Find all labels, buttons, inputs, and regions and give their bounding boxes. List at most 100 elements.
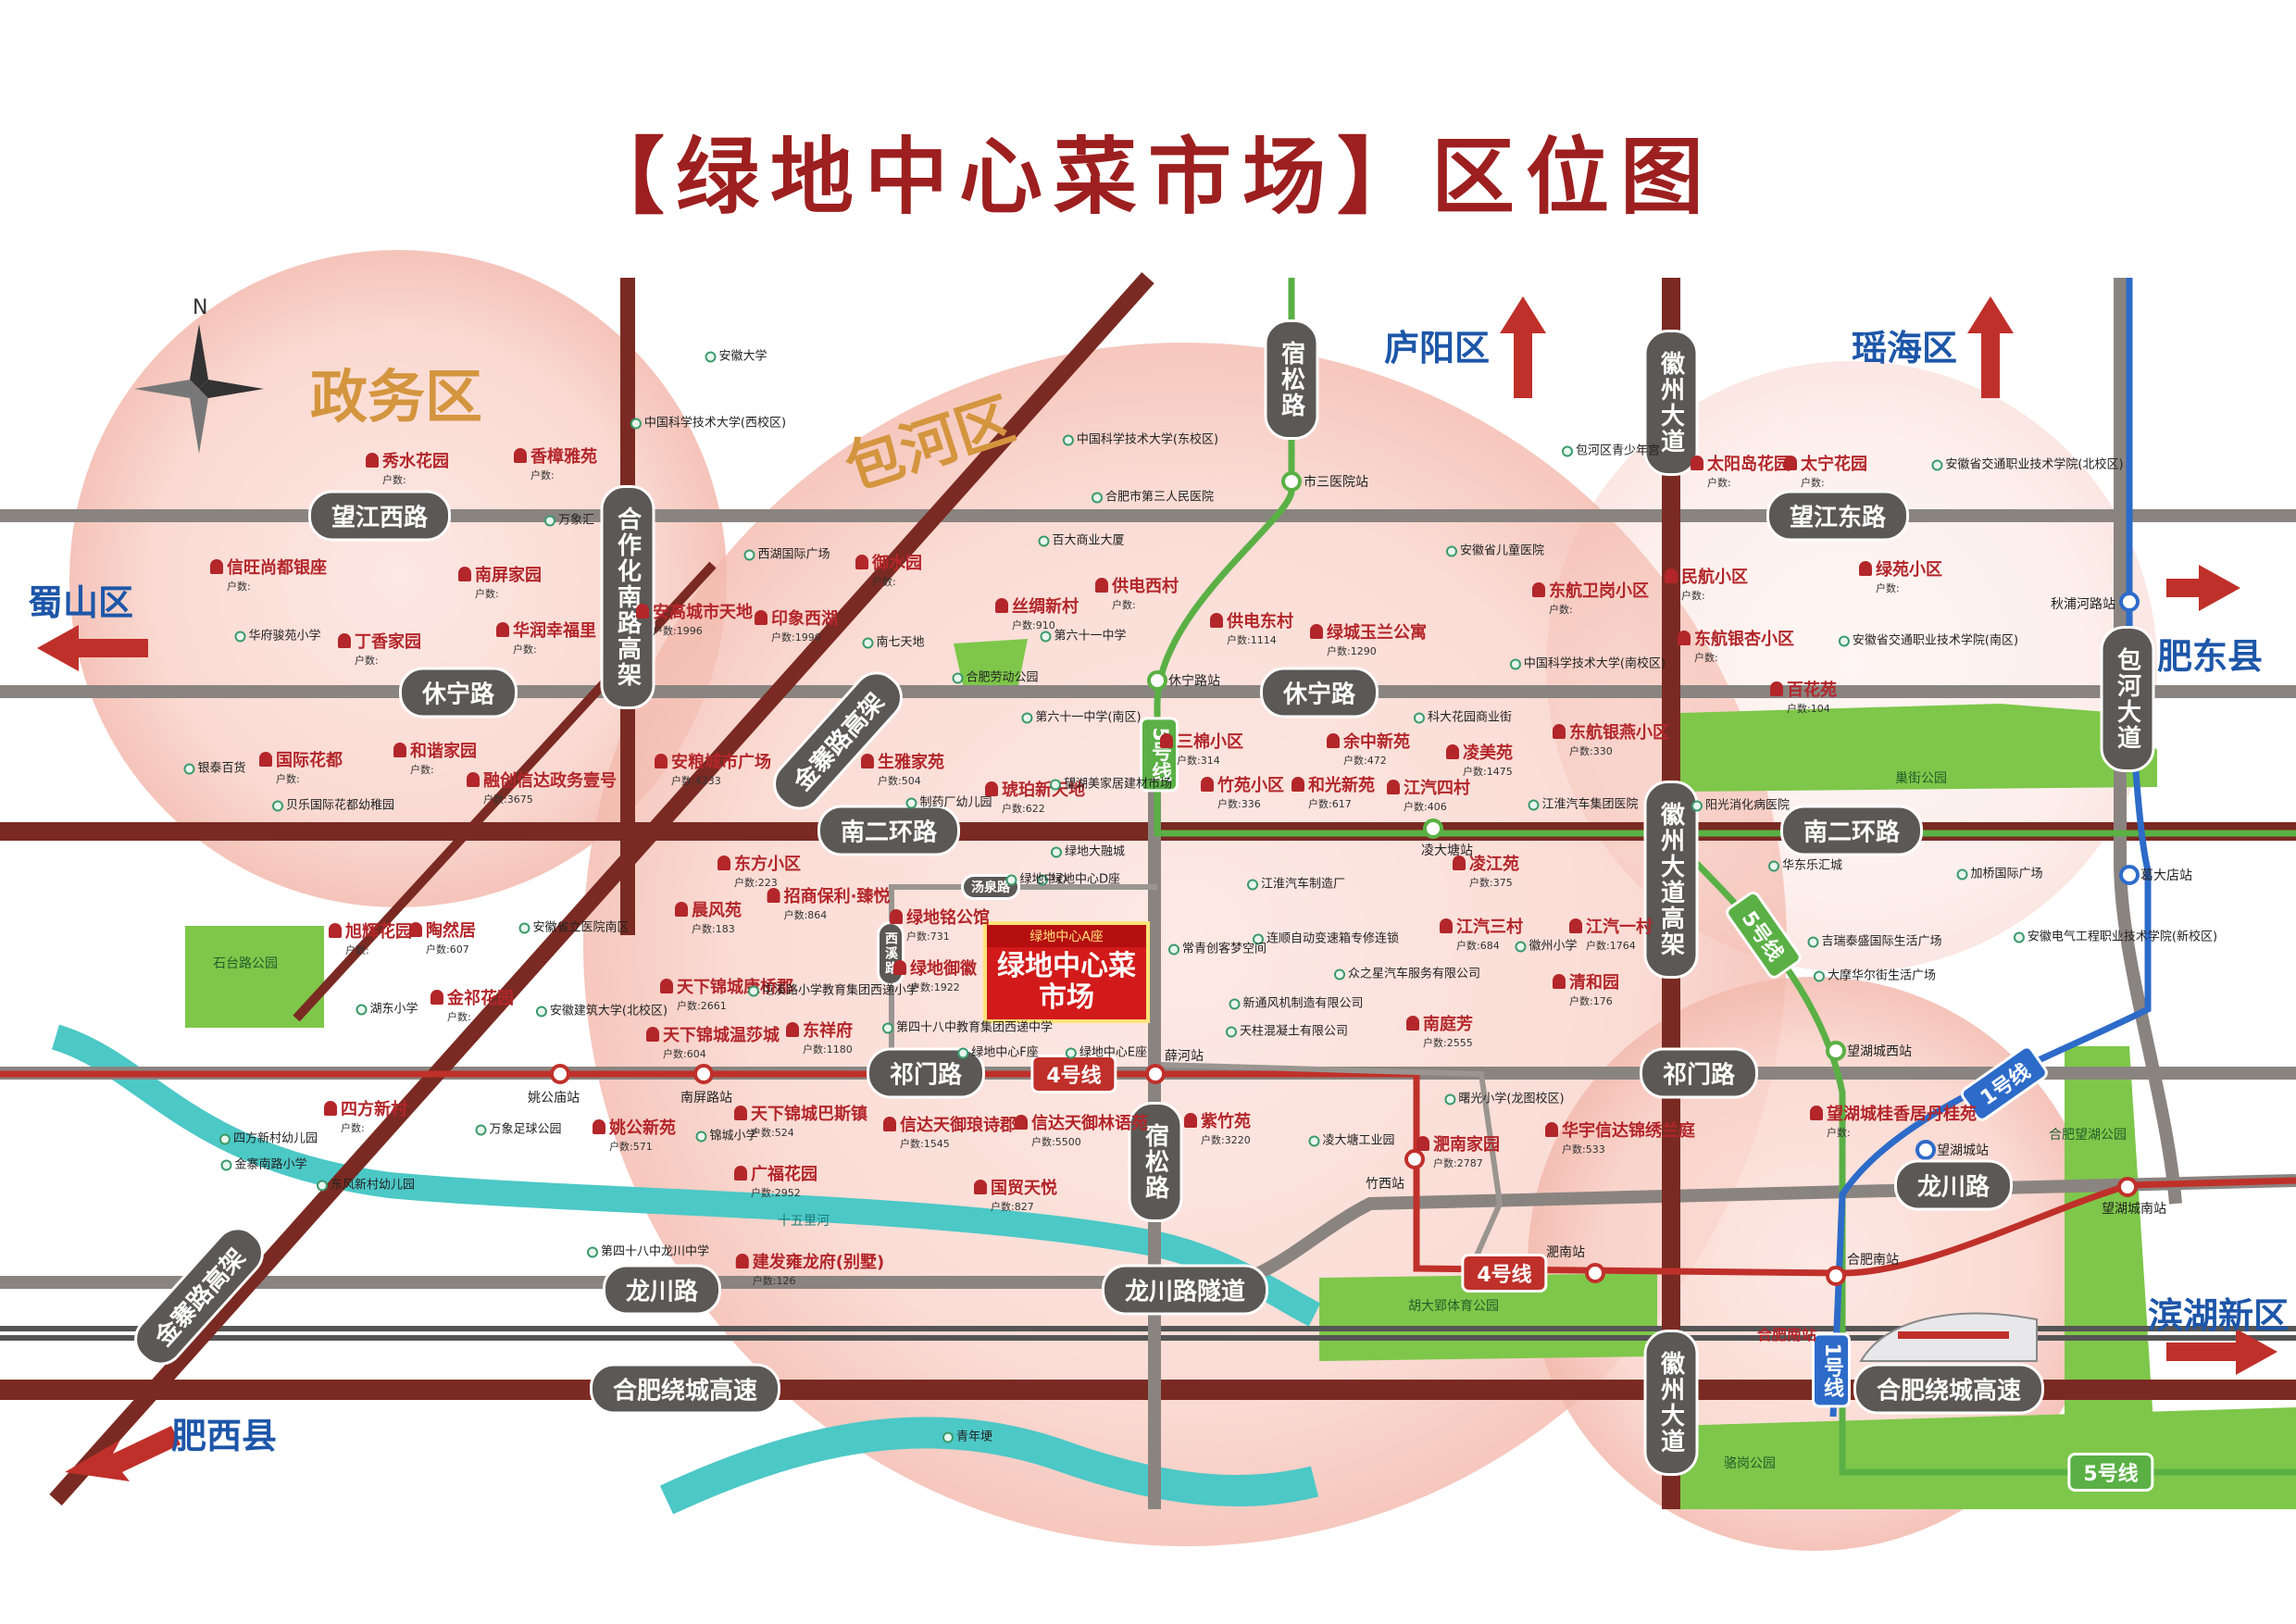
poi-marker[interactable]: 安徽省儿童医院: [1445, 541, 1544, 558]
poi-marker[interactable]: 第四十八中教育集团西递中学: [881, 1018, 1053, 1035]
poi-marker[interactable]: 第六十一中学: [1040, 626, 1127, 643]
property-marker[interactable]: 百花苑户数:104: [1770, 677, 1837, 716]
poi-marker[interactable]: 常青创客梦空间: [1167, 939, 1267, 956]
property-marker[interactable]: 和谐家园户数:: [393, 738, 477, 777]
metro-station-label[interactable]: 市三医院站: [1304, 475, 1368, 490]
metro-station-label[interactable]: 薛河站: [1165, 1049, 1204, 1064]
poi-marker[interactable]: 安徽建筑大学(北校区): [535, 1001, 668, 1018]
property-marker[interactable]: 凌江苑户数:375: [1453, 851, 1519, 890]
property-marker[interactable]: 信旺尚都银座户数:: [210, 555, 327, 593]
property-marker[interactable]: 安高城市天地户数:1996: [636, 599, 753, 638]
metro-station-label[interactable]: 姚公庙站: [528, 1091, 580, 1106]
poi-marker[interactable]: 银泰百货: [183, 758, 246, 776]
poi-marker[interactable]: 东风新村幼儿园: [316, 1175, 415, 1193]
property-marker[interactable]: 供电东村户数:1114: [1210, 608, 1293, 647]
property-marker[interactable]: 金祁花园户数:: [430, 985, 514, 1024]
property-marker[interactable]: 天下锦城康桥郡户数:2661: [660, 974, 793, 1013]
poi-marker[interactable]: 安徽电气工程职业技术学院(新校区): [2013, 927, 2217, 944]
poi-marker[interactable]: 中国科学技术大学(东校区): [1062, 430, 1218, 447]
property-marker[interactable]: 融创信达政务壹号户数:3675: [467, 768, 617, 806]
poi-marker[interactable]: 连顺自动变速箱专修连锁: [1252, 929, 1399, 946]
poi-marker[interactable]: 包河区青少年宫: [1561, 441, 1660, 458]
poi-marker[interactable]: 金寨南路小学: [220, 1155, 307, 1172]
property-marker[interactable]: 华宇信达锦绣兰庭户数:533: [1545, 1118, 1695, 1156]
poi-marker[interactable]: 贝乐国际花都幼稚园: [271, 795, 394, 813]
property-marker[interactable]: 南庭芳户数:2555: [1406, 1011, 1473, 1050]
property-marker[interactable]: 国贸天悦户数:827: [974, 1175, 1057, 1214]
poi-marker[interactable]: 曙光小学(龙图校区): [1444, 1089, 1565, 1106]
property-marker[interactable]: 三棉小区户数:314: [1160, 729, 1243, 768]
property-marker[interactable]: 民航小区户数:: [1665, 564, 1748, 603]
property-marker[interactable]: 凌美苑户数:1475: [1446, 740, 1513, 779]
poi-marker[interactable]: 青年埂: [942, 1427, 992, 1444]
property-marker[interactable]: 竹苑小区户数:336: [1201, 772, 1284, 811]
property-marker[interactable]: 江汽三村户数:684: [1440, 914, 1523, 953]
property-marker[interactable]: 香樟雅苑户数:: [514, 443, 597, 482]
poi-marker[interactable]: 徽州小学: [1515, 936, 1578, 954]
poi-marker[interactable]: 绿地中心: [1005, 869, 1068, 887]
property-marker[interactable]: 紫竹苑户数:3220: [1184, 1108, 1251, 1147]
poi-marker[interactable]: 新通风机制造有限公司: [1229, 993, 1364, 1011]
poi-marker[interactable]: 百大商业大厦: [1038, 531, 1125, 548]
poi-marker[interactable]: 合肥市第三人民医院: [1091, 487, 1214, 505]
poi-marker[interactable]: 锦城小学: [695, 1126, 758, 1143]
property-marker[interactable]: 晨风苑户数:183: [675, 897, 742, 936]
property-marker[interactable]: 生雅家苑户数:504: [861, 749, 944, 788]
property-marker[interactable]: 余中新苑户数:472: [1327, 729, 1410, 768]
metro-station-label[interactable]: 望湖城西站: [1847, 1044, 1912, 1059]
property-marker[interactable]: 琥珀新天地户数:622: [985, 777, 1085, 816]
poi-marker[interactable]: 华府骏苑小学: [234, 626, 321, 643]
poi-marker[interactable]: 南七天地: [862, 632, 925, 650]
poi-marker[interactable]: 万象汇: [543, 510, 594, 528]
metro-station-label[interactable]: 竹西站: [1366, 1177, 1404, 1192]
poi-marker[interactable]: 四方新村幼儿园: [218, 1129, 318, 1146]
property-marker[interactable]: 四方新村户数:: [324, 1096, 407, 1135]
poi-marker[interactable]: 绿地中心F座: [957, 1043, 1039, 1060]
metro-station-label[interactable]: 望湖城南站: [2102, 1202, 2166, 1217]
property-marker[interactable]: 信达天御林语苑户数:5500: [1015, 1110, 1148, 1149]
poi-marker[interactable]: 安徽省立医院南区: [518, 918, 630, 935]
poi-marker[interactable]: 绿地大融城: [1050, 842, 1125, 859]
poi-marker[interactable]: 中国科学技术大学(西校区): [630, 413, 786, 431]
property-marker[interactable]: 招商保利·臻悦户数:864: [767, 883, 890, 922]
poi-marker[interactable]: 第六十一中学(南区): [1021, 707, 1142, 725]
poi-marker[interactable]: 湖东小学: [356, 999, 418, 1017]
property-marker[interactable]: 江汽一村户数:1764: [1569, 914, 1653, 953]
poi-marker[interactable]: 凌大塘工业园: [1308, 1131, 1395, 1148]
poi-marker[interactable]: 科大花园商业街: [1413, 707, 1512, 725]
poi-marker[interactable]: 江淮汽车集团医院: [1528, 794, 1639, 812]
metro-station-label[interactable]: 葛大店站: [2140, 868, 2192, 883]
property-marker[interactable]: 江汽四村户数:406: [1387, 775, 1470, 814]
poi-marker[interactable]: 望湖美家居建材市场: [1049, 774, 1172, 792]
property-marker[interactable]: 秀水花园户数:: [366, 448, 449, 487]
poi-marker[interactable]: 第四十八中龙川中学: [586, 1242, 709, 1259]
property-marker[interactable]: 太阳岛花园户数:: [1691, 451, 1791, 490]
poi-marker[interactable]: 安徽省交通职业技术学院(北校区): [1931, 455, 2124, 472]
poi-marker[interactable]: 加桥国际广场: [1956, 864, 2043, 881]
property-marker[interactable]: 印象西湖户数:1996: [755, 606, 838, 644]
metro-station-label[interactable]: 秋浦河路站: [2051, 597, 2115, 612]
property-marker[interactable]: 国际花都户数:: [259, 747, 343, 786]
poi-marker[interactable]: 中国科学技术大学(南校区): [1509, 654, 1666, 671]
poi-marker[interactable]: 合肥劳动公园: [952, 668, 1039, 685]
metro-station-label[interactable]: 南屏路站: [680, 1091, 732, 1106]
poi-marker[interactable]: 西湖国际广场: [743, 544, 830, 562]
poi-marker[interactable]: 大摩华尔街生活广场: [1813, 966, 1936, 983]
project-center-marker[interactable]: 绿地中心A座 绿地中心菜市场: [983, 921, 1150, 1023]
property-marker[interactable]: 旭辉花园户数:: [329, 918, 412, 957]
property-marker[interactable]: 清和园户数:176: [1553, 969, 1619, 1008]
metro-station-label[interactable]: 休宁路站: [1168, 674, 1220, 689]
poi-marker[interactable]: 绿地中心D座: [1036, 869, 1120, 887]
metro-station-label[interactable]: 合肥南站: [1847, 1253, 1899, 1268]
metro-station-label[interactable]: 凌大塘站: [1421, 843, 1473, 858]
property-marker[interactable]: 建发雍龙府(别墅)户数:126: [735, 1249, 884, 1288]
property-marker[interactable]: 南屏家园户数:: [458, 562, 542, 601]
poi-marker[interactable]: 阳光消化病医院: [1691, 795, 1790, 813]
property-marker[interactable]: 陶然居户数:607: [409, 918, 476, 956]
property-marker[interactable]: 东方小区户数:223: [718, 851, 801, 890]
poi-marker[interactable]: 众之星汽车服务有限公司: [1333, 964, 1480, 981]
property-marker[interactable]: 姚公新苑户数:571: [593, 1115, 676, 1154]
property-marker[interactable]: 御水园户数:: [855, 550, 922, 589]
property-marker[interactable]: 绿苑小区户数:: [1859, 556, 1942, 595]
property-marker[interactable]: 淝南家园户数:2787: [1416, 1131, 1500, 1170]
